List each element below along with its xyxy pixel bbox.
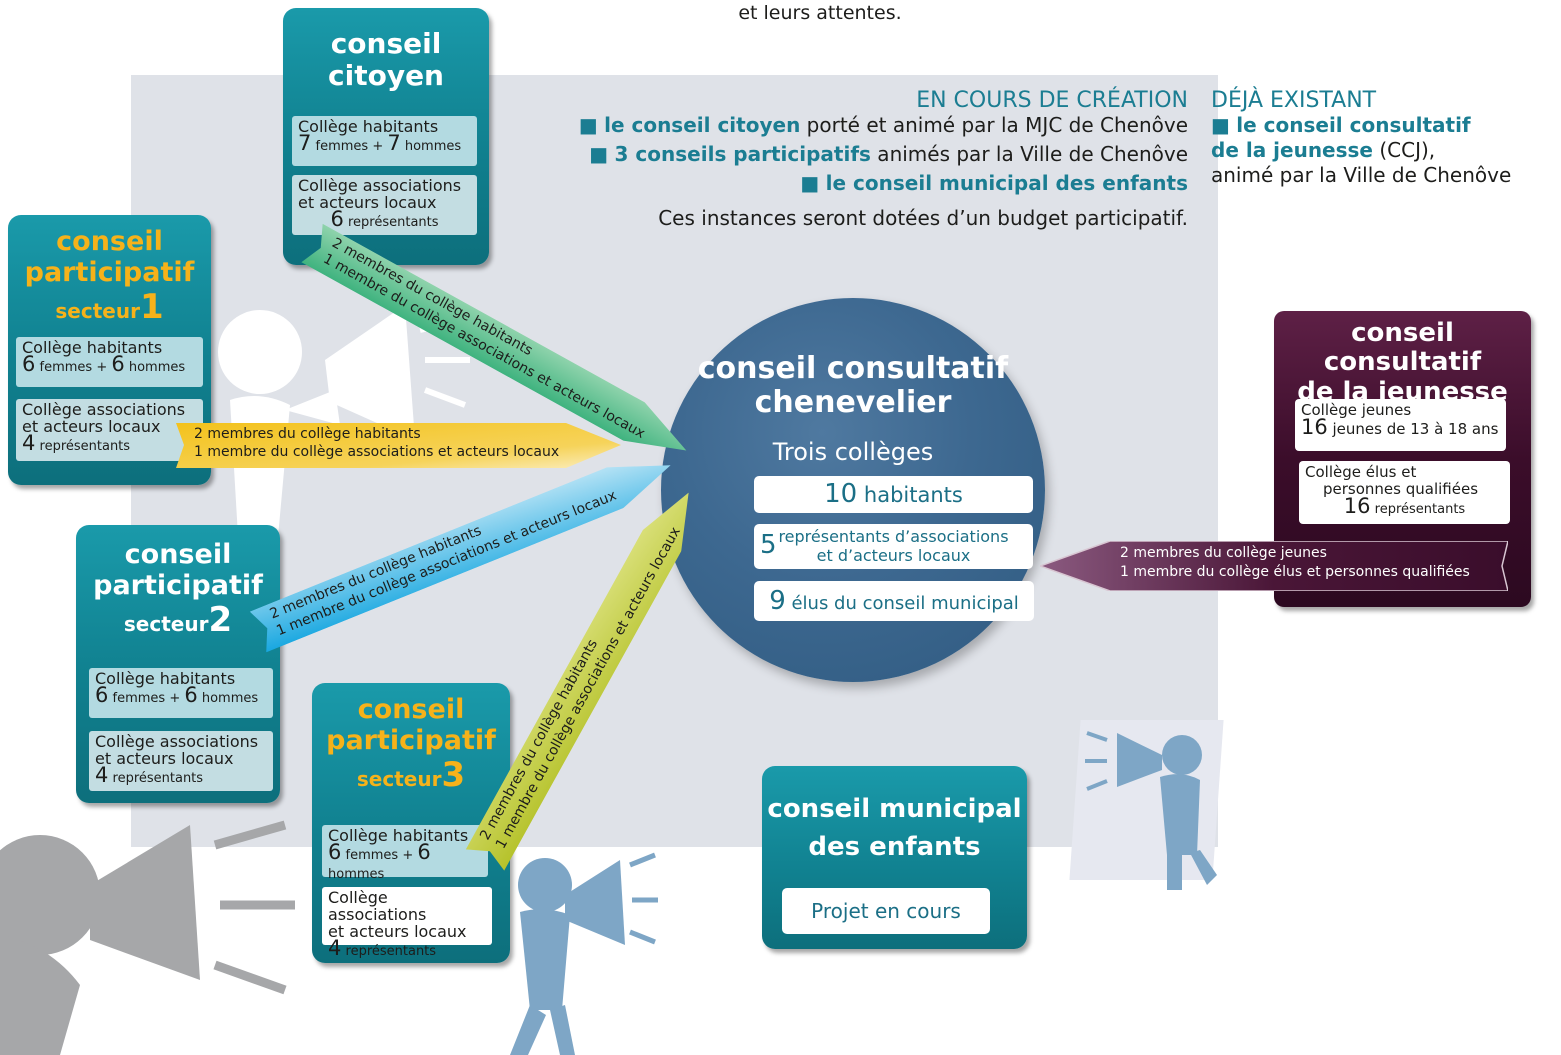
legend-existing-text: (CCJ),	[1373, 138, 1436, 162]
arrow-label: 1 membre du collège associations et acte…	[194, 444, 560, 460]
intro-text: et leurs attentes.	[738, 2, 902, 24]
arrow-ccj-to-central: 2 membres du collège jeunes 1 membre du …	[1040, 541, 1508, 591]
arrow-label: 2 membres du collège jeunes 1 membre du …	[1120, 545, 1470, 580]
legend-item: ■ 3 conseils participatifs animés par la…	[540, 142, 1188, 167]
legend-item-bold: 3 conseils participatifs	[614, 142, 871, 166]
card-title: conseil citoyen	[328, 27, 444, 92]
college-habitants-box: Collège habitants 6 femmes + 6 hommes	[89, 668, 273, 718]
conseil-participatif-secteur1-card: conseil participatif secteur1 Collège ha…	[8, 215, 211, 485]
college-jeunes-box: Collège jeunes 16 jeunes de 13 à 18 ans	[1295, 399, 1506, 451]
college-associations-box: Collège associations et acteurs locaux 4…	[16, 399, 203, 461]
legend-item-text: animés par la Ville de Chenôve	[870, 142, 1188, 166]
college-associations-box: Collège associations et acteurs locaux 4…	[89, 731, 273, 791]
legend-item: ■ le conseil citoyen porté et animé par …	[540, 113, 1188, 138]
college-elus-box: 9 élus du conseil municipal	[754, 581, 1034, 621]
central-subtitle: Trois collèges	[772, 438, 934, 466]
legend-item: ■ le conseil municipal des enfants	[540, 171, 1188, 196]
college-habitants-box: Collège habitants 6 femmes + 6 hommes	[322, 825, 488, 882]
college-habitants-box: Collège habitants 7 femmes + 7 hommes	[292, 116, 477, 166]
arrow-shape	[465, 492, 689, 871]
legend-existing-bold: le conseil consultatif	[1236, 113, 1471, 137]
arrow-secteur1-to-central: 2 membres du collège habitants 1 membre …	[176, 423, 621, 468]
legend-item-bold: le conseil municipal des enfants	[825, 171, 1188, 195]
megaphone-person-icon	[1085, 731, 1217, 890]
arrow-shape	[301, 223, 687, 451]
conseil-participatif-secteur3-card: conseil participatif secteur3 Collège ha…	[312, 683, 510, 963]
megaphone-person-icon	[0, 820, 295, 1055]
legend-item-bold: le conseil citoyen	[604, 113, 801, 137]
conseil-consultatif-chenevelier: conseil consultatif chenevelier Trois co…	[661, 298, 1045, 682]
legend-existing-bold: de la jeunesse	[1211, 138, 1373, 162]
conseil-citoyen-card: conseil citoyen Collège habitants 7 femm…	[283, 8, 489, 265]
arrow-secteur3-to-central: 2 membres du collège habitants 1 membre …	[465, 482, 708, 871]
status-box: Projet en cours	[782, 888, 990, 934]
college-associations-box: Collège associations et acteurs locaux 4…	[322, 887, 492, 959]
arrow-label: 2 membres du collège habitants	[194, 426, 421, 442]
square-bullet-icon: ■	[589, 142, 615, 166]
legend-existing: DÉJÀ EXISTANT ■ le conseil consultatif d…	[1211, 88, 1556, 188]
legend-item-text: porté et animé par la MJC de Chenôve	[800, 113, 1188, 137]
card-title: conseil participatif secteur3	[326, 694, 496, 795]
conseil-participatif-secteur2-card: conseil participatif secteur2 Collège ha…	[76, 525, 280, 803]
legend-creation: EN COURS DE CRÉATION ■ le conseil citoye…	[540, 88, 1188, 231]
card-title: conseil participatif secteur1	[24, 226, 195, 327]
arrow-secteur2-to-central: 2 membres du collège habitants 1 membre …	[249, 445, 679, 653]
arrow-shape	[176, 423, 621, 468]
legend-existing-heading: DÉJÀ EXISTANT	[1211, 88, 1377, 113]
square-bullet-icon: ■	[578, 113, 605, 137]
arrow-shape	[1040, 541, 1508, 591]
legend-note: Ces instances seront dotées d’un budget …	[658, 206, 1188, 230]
card-title: conseil participatif secteur2	[93, 539, 263, 640]
college-habitants-box: 10 habitants	[754, 476, 1033, 513]
college-elus-box: Collège élus et personnes qualifiées 16 …	[1299, 461, 1510, 524]
arrow-citoyen-to-central: 2 membres du collège habitants 1 membre …	[301, 223, 697, 470]
legend-creation-heading: EN COURS DE CRÉATION	[916, 88, 1188, 113]
megaphone-person-icon	[510, 852, 658, 1055]
square-bullet-icon: ■	[800, 171, 826, 195]
conseil-municipal-enfants-card: conseil municipal des enfants Projet en …	[762, 766, 1027, 949]
square-bullet-icon: ■	[1211, 113, 1237, 137]
central-title: conseil consultatif chenevelier	[697, 351, 1009, 420]
arrow-shape	[249, 465, 671, 653]
college-associations-box: Collège associations et acteurs locaux 6…	[292, 175, 477, 235]
legend-existing-text: animé par la Ville de Chenôve	[1211, 163, 1512, 187]
card-title: conseil municipal des enfants	[767, 794, 1022, 862]
card-title: conseil consultatif de la jeunesse	[1297, 318, 1508, 407]
college-associations-box: 5 représentants d’associations et d’acte…	[754, 524, 1033, 569]
college-habitants-box: Collège habitants 6 femmes + 6 hommes	[16, 337, 203, 387]
